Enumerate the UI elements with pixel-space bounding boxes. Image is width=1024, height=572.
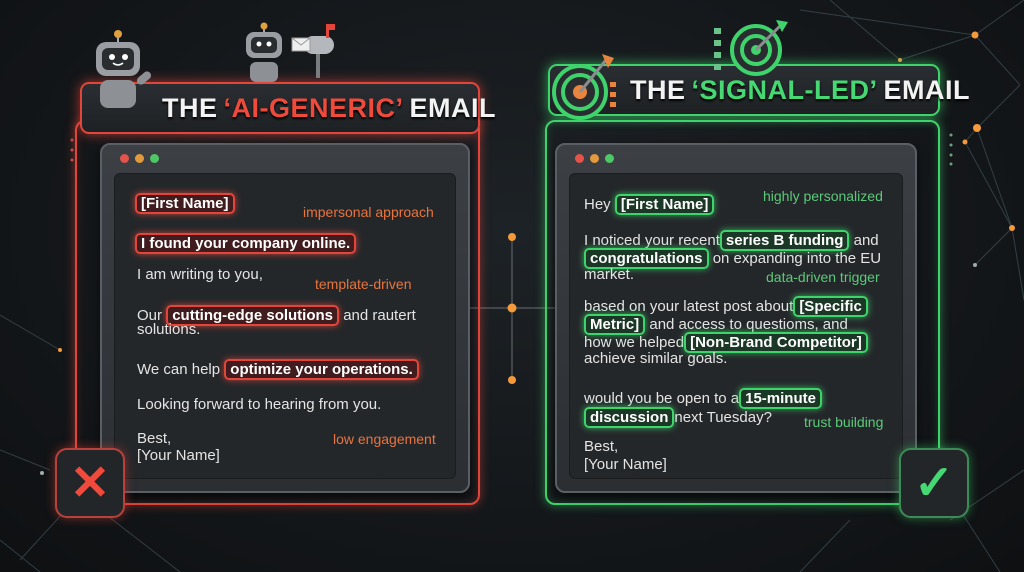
close-dot[interactable] (120, 154, 129, 163)
target-circuit-icon (714, 20, 788, 76)
email-text: and (853, 232, 879, 249)
checkmark-icon: ✓ (899, 448, 969, 518)
email-signoff: Best, (584, 438, 619, 455)
title-suffix: EMAIL (409, 92, 497, 123)
email-text: based on your latest post about (584, 298, 794, 315)
email-line: Looking forward to hearing from you. (137, 396, 382, 413)
maximize-dot[interactable] (605, 154, 614, 163)
title-prefix: THE (162, 92, 218, 123)
highlight-15-minute: 15-minute (739, 388, 822, 409)
minimize-dot[interactable] (135, 154, 144, 163)
email-text: how we helped (584, 334, 685, 351)
highlight-specific-metric: [Specific (793, 296, 868, 317)
email-text: and rautert (343, 307, 416, 324)
highlight-found-online: I found your company online. (135, 233, 357, 254)
highlight-cutting-edge: cutting-edge solutions (166, 305, 340, 326)
email-text: and access to questioms, and (649, 316, 848, 333)
window-controls (575, 154, 614, 163)
email-line: achieve similar goals. (584, 350, 728, 367)
email-text: next Tuesday? (674, 409, 772, 426)
robot-small-icon (246, 22, 282, 82)
highlight-competitor: [Non-Brand Competitor] (684, 332, 868, 353)
ai-generic-title-banner: THE ‘AI-GENERIC’ EMAIL (80, 82, 496, 134)
minimize-dot[interactable] (590, 154, 599, 163)
highlight-first-name: [First Name] (135, 193, 235, 214)
email-signature: [Your Name] (584, 456, 667, 473)
email-text: I noticed your recent (584, 232, 720, 249)
email-text: Hey (584, 196, 611, 213)
annotation-trust-building: trust building (804, 414, 884, 430)
email-text: Our (137, 307, 163, 324)
annotation-template-driven: template-driven (315, 276, 412, 292)
email-body: [First Name] I found your company online… (114, 173, 456, 479)
window-controls (120, 154, 159, 163)
target-arrow-icon (552, 54, 616, 120)
annotation-data-driven-trigger: data-driven trigger (766, 269, 880, 285)
annotation-impersonal: impersonal approach (303, 204, 434, 220)
robot-waving-icon (96, 30, 152, 108)
x-mark-icon: ✕ (55, 448, 125, 518)
title-prefix: THE (630, 74, 686, 105)
email-signoff: Best, (137, 430, 172, 447)
highlight-congratulations: congratulations (584, 248, 709, 269)
close-dot[interactable] (575, 154, 584, 163)
email-signature: [Your Name] (137, 447, 220, 464)
title-suffix: EMAIL (883, 74, 970, 105)
title-highlight: ‘SIGNAL-LED’ (691, 74, 878, 105)
signal-led-panel-frame (545, 120, 940, 505)
email-text: would you be open to a (584, 390, 740, 407)
annotation-low-engagement: low engagement (333, 431, 436, 447)
mailbox-icon (291, 24, 335, 78)
annotation-highly-personalized: highly personalized (763, 188, 883, 204)
highlight-optimize: optimize your operations. (224, 359, 419, 380)
email-text: on expanding into the EU (712, 250, 882, 267)
highlight-first-name: [First Name] (614, 194, 715, 215)
email-text: We can help (137, 361, 221, 378)
email-line: market. (584, 266, 635, 283)
highlight-discussion: discussion (584, 407, 675, 428)
highlight-specific-metric: Metric] (584, 314, 646, 335)
email-line: I am writing to you, (137, 266, 263, 283)
maximize-dot[interactable] (150, 154, 159, 163)
email-line: solutions. (137, 321, 201, 338)
highlight-series-b: series B funding (719, 230, 850, 251)
title-highlight: ‘AI-GENERIC’ (223, 92, 404, 123)
ai-generic-email-window: [First Name] I found your company online… (100, 143, 470, 493)
